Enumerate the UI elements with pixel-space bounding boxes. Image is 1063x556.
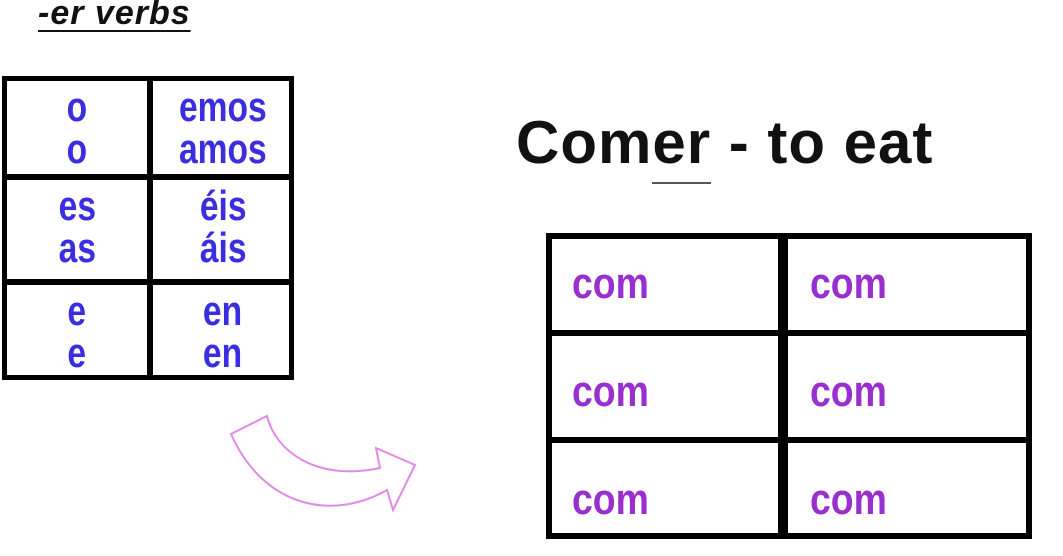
grid-divider xyxy=(147,81,153,375)
conjugation-table: com com com com com com xyxy=(546,233,1032,539)
ending-cell: en xyxy=(203,328,243,376)
grid-cell: en en xyxy=(153,285,293,378)
ending-cell: amos xyxy=(179,124,267,172)
endings-grid: o o emos amos es as éis áis e e en en xyxy=(2,76,294,380)
ending-cell: as xyxy=(58,223,96,271)
grid-cell: éis áis xyxy=(153,180,293,273)
stem-cell: com xyxy=(572,475,649,524)
table-divider xyxy=(552,330,1026,336)
grid-divider xyxy=(7,279,289,285)
stem-cell: com xyxy=(810,367,887,416)
stem-cell: com xyxy=(810,475,887,524)
verb-stem: Com xyxy=(516,109,653,176)
curved-arrow-icon xyxy=(229,414,417,513)
grid-divider xyxy=(7,174,289,180)
stem-cell: com xyxy=(810,259,887,308)
ending-cell: emos xyxy=(179,82,267,130)
verb-ending: er xyxy=(652,109,712,176)
table-divider xyxy=(552,437,1026,443)
ending-cell: e xyxy=(67,286,87,334)
table-divider xyxy=(778,239,788,533)
stem-cell: com xyxy=(572,259,649,308)
ending-cell: áis xyxy=(199,223,247,271)
grid-cell: o o xyxy=(7,81,147,174)
grid-cell: e e xyxy=(7,285,147,378)
grid-cell: emos amos xyxy=(153,81,293,174)
verb-title: Comer - to eat xyxy=(516,108,933,177)
ending-cell: es xyxy=(58,181,96,229)
ending-cell: éis xyxy=(199,181,247,229)
verb-meaning: - to eat xyxy=(711,109,934,176)
ending-cell: o xyxy=(66,124,88,172)
section-heading: -er verbs xyxy=(38,0,191,32)
ending-cell: en xyxy=(203,286,243,334)
ending-cell: o xyxy=(66,82,88,130)
grid-cell: es as xyxy=(7,180,147,273)
stem-cell: com xyxy=(572,367,649,416)
ending-cell: e xyxy=(67,328,87,376)
